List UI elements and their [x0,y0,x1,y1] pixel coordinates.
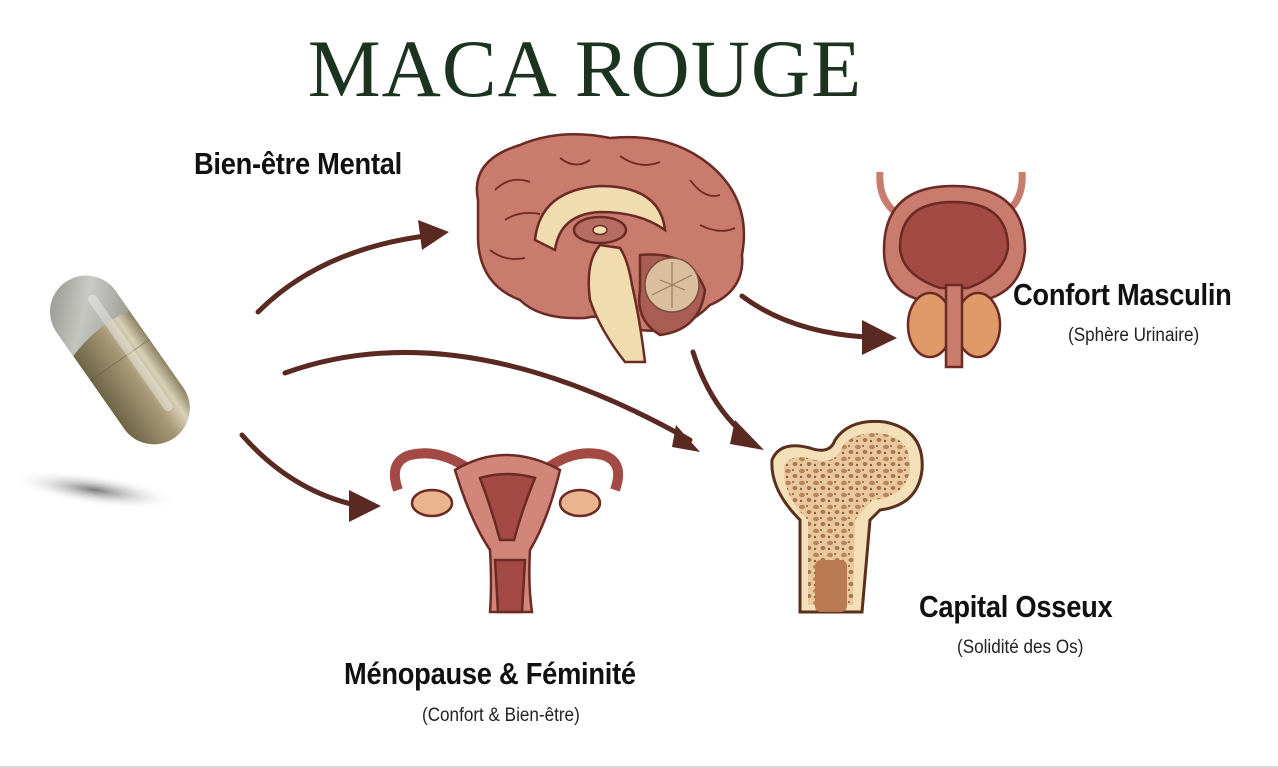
prostate-bladder-icon [876,171,1027,369]
benefit-title-mental: Bien-être Mental [194,146,402,181]
arrowheads [349,220,897,522]
arrows [239,233,868,508]
benefit-title-menopause: Ménopause & Féminité [344,656,636,691]
benefit-subtitle-osseux: (Solidité des Os) [957,637,1084,658]
arrow-to-brain [255,233,428,315]
page-title: MACA ROUGE [307,23,863,114]
capsule-icon [10,275,190,510]
benefit-title-osseux: Capital Osseux [919,589,1113,624]
arrow-to-bone [282,349,693,443]
benefit-title-masculin: Confort Masculin [1013,277,1232,312]
uterus-icon [390,448,623,614]
bottom-divider [0,766,1278,768]
brain-icon [475,133,746,364]
benefit-subtitle-menopause: (Confort & Bien-être) [422,705,580,726]
arrow-to-uterus [239,432,358,508]
arrow-brain-to-prostate [739,293,868,340]
femur-bone-icon [770,419,924,614]
benefit-subtitle-masculin: (Sphère Urinaire) [1068,325,1200,346]
